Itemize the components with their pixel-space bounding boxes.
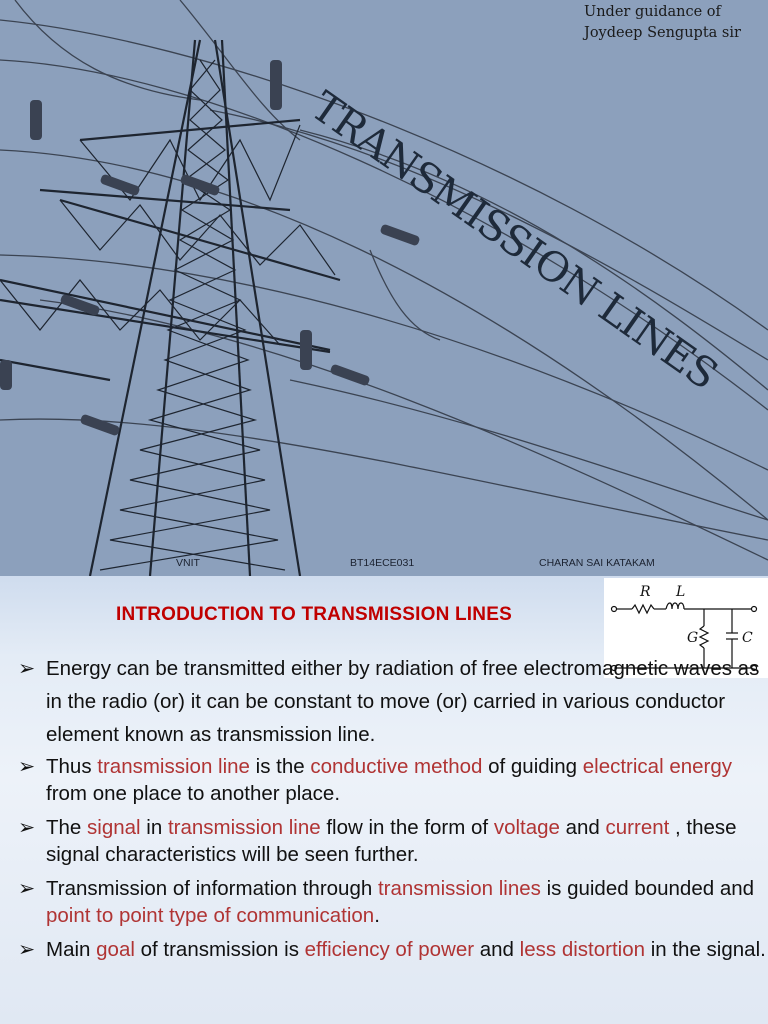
bullet-text: , these signal characteristics will be s… (46, 816, 737, 866)
footer-institute: VNIT (176, 557, 200, 569)
highlighted-term: transmission line (167, 816, 321, 839)
rlgc-circuit-diagram: R L G C (604, 578, 768, 678)
bullet-text: of guiding (482, 755, 583, 778)
circuit-label-c: C (742, 630, 753, 646)
guidance-credit: Under guidance of Joydeep Sengupta sir (584, 2, 741, 44)
arrow-bullet-icon: ➢ (18, 816, 36, 839)
bullet-text: in (140, 816, 168, 839)
circuit-label-r: R (639, 584, 651, 600)
highlighted-term: goal (96, 938, 135, 961)
highlighted-term: point to point type of communication (46, 904, 375, 927)
bullet-text: flow in the form of (320, 816, 494, 839)
footer-author: CHARAN SAI KATAKAM (539, 557, 655, 569)
bullet-text: The (46, 816, 88, 839)
guidance-line-2: Joydeep Sengupta sir (584, 25, 741, 41)
title-slide: Under guidance of Joydeep Sengupta sir T… (0, 0, 768, 576)
footer-roll-number: BT14ECE031 (350, 557, 415, 569)
bullet-text: and (559, 816, 606, 839)
bullet-text: is guided bounded and (540, 877, 755, 900)
bullet-item: ➢ The signal in transmission line flow in… (18, 814, 768, 868)
arrow-bullet-icon: ➢ (18, 755, 36, 778)
bullet-text: is the (249, 755, 311, 778)
circuit-label-g: G (687, 630, 698, 646)
bullet-text: in the signal. (645, 938, 766, 961)
highlighted-term: voltage (493, 816, 560, 839)
bullet-item: ➢ Thus transmission line is the conductiv… (18, 753, 768, 807)
transmission-tower-illustration (0, 0, 768, 576)
highlighted-term: signal (87, 816, 141, 839)
bullet-text: Main (46, 938, 97, 961)
slide-heading: INTRODUCTION TO TRANSMISSION LINES (116, 604, 512, 625)
highlighted-term: conductive method (310, 755, 483, 778)
bullet-item: ➢ Transmission of information through tra… (18, 875, 768, 929)
highlighted-term: transmission line (97, 755, 250, 778)
arrow-bullet-icon: ➢ (18, 938, 36, 961)
bullet-list: ➢ Energy can be transmitted either by rad… (18, 652, 768, 970)
highlighted-term: transmission lines (377, 877, 541, 900)
intro-slide: INTRODUCTION TO TRANSMISSION LINES R L (0, 576, 768, 1024)
highlighted-term: electrical energy (582, 755, 732, 778)
highlighted-term: less distortion (519, 938, 646, 961)
bullet-text: and (474, 938, 520, 961)
bullet-text: of transmission is (134, 938, 305, 961)
bullet-text: . (374, 904, 380, 927)
highlighted-term: current (605, 816, 676, 839)
bullet-item: ➢ Energy can be transmitted either by rad… (18, 652, 768, 751)
bullet-item: ➢ Main goal of transmission is efficiency… (18, 936, 768, 963)
circuit-label-l: L (675, 584, 685, 600)
arrow-bullet-icon: ➢ (18, 877, 36, 900)
bullet-text: Energy can be transmitted either by radi… (46, 657, 760, 746)
bullet-text: from one place to another place. (46, 782, 341, 805)
guidance-line-1: Under guidance of (584, 4, 721, 20)
arrow-bullet-icon: ➢ (18, 657, 36, 680)
highlighted-term: efficiency of power (304, 938, 475, 961)
bullet-text: Thus (46, 755, 98, 778)
bullet-text: Transmission of information through (46, 877, 378, 900)
